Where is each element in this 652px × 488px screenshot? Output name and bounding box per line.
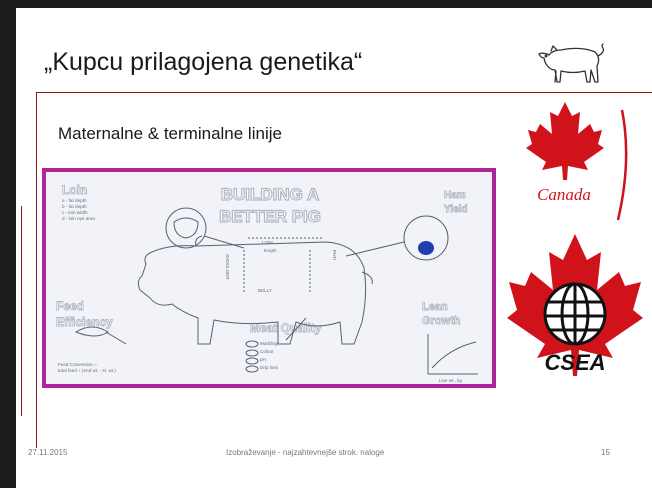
- footer-title: Izobraževanje - najzahtevnejše strok. na…: [226, 448, 385, 457]
- canada-logo: Canada: [526, 102, 628, 221]
- body-label-loin: LOIN: [262, 240, 273, 245]
- body-label-shoulder: SHOULDER: [225, 254, 230, 280]
- diagram-heading-line1: BUILDING A: [221, 185, 320, 204]
- csea-logo: CSEA: [507, 234, 643, 376]
- diagram-heading-line2: BETTER PIG: [219, 207, 321, 226]
- pig-icon: [538, 43, 605, 83]
- maple-leaf-icon: [526, 102, 604, 180]
- meat-quality-item: Colour: [260, 349, 274, 354]
- csea-wordmark: CSEA: [544, 350, 605, 375]
- footer-page-number: 15: [601, 448, 610, 457]
- building-better-pig-diagram: BUILDING A BETTER PIG Loin Feed Efficien…: [42, 168, 496, 388]
- meat-quality-item: pH: [260, 357, 266, 362]
- feed-formula-line1: Feed Conversion =: [58, 362, 97, 367]
- lean-growth-line2: Growth: [422, 315, 461, 327]
- left-rule-secondary: [21, 206, 22, 416]
- loin-item: c - loin width: [62, 210, 88, 215]
- slide: „Kupcu prilagojena genetika“ Maternalne …: [16, 8, 652, 488]
- left-rule: [36, 92, 37, 448]
- loin-item: a - fat depth: [62, 198, 87, 203]
- loin-item: b - fat depth: [62, 204, 87, 209]
- pig-body-outline: [137, 241, 367, 345]
- ham-label-line2: Yield: [444, 204, 468, 215]
- ham-label-line1: Ham: [444, 190, 466, 201]
- meat-quality-item: Drip loss: [260, 365, 279, 370]
- canada-wordmark: Canada: [537, 185, 591, 204]
- slide-subtitle: Maternalne & terminalne linije: [58, 124, 282, 143]
- globe-icon: [543, 282, 607, 346]
- lean-growth-line1: Lean: [422, 301, 448, 313]
- feed-label-line1: Feed: [56, 299, 84, 313]
- loin-item: d - loin eye area: [62, 216, 95, 221]
- body-label-belly: BELLY: [258, 288, 272, 293]
- title-rule: [36, 92, 652, 93]
- loin-label: Loin: [62, 183, 87, 197]
- slide-title: „Kupcu prilagojena genetika“: [44, 48, 363, 76]
- ham-cross-section-icon: [418, 241, 434, 255]
- feed-formula-line2: total feed ÷ (end wt. - st. wt.): [58, 368, 116, 373]
- feed-label-line2: Efficiency: [56, 315, 113, 329]
- body-label-length: length: [264, 248, 277, 253]
- footer-date: 27.11.2015: [28, 448, 68, 457]
- body-label-ham: HAM: [332, 250, 337, 260]
- meat-quality-item: Marbling: [260, 341, 278, 346]
- lean-growth-x-axis: Live wt., kg: [439, 378, 462, 383]
